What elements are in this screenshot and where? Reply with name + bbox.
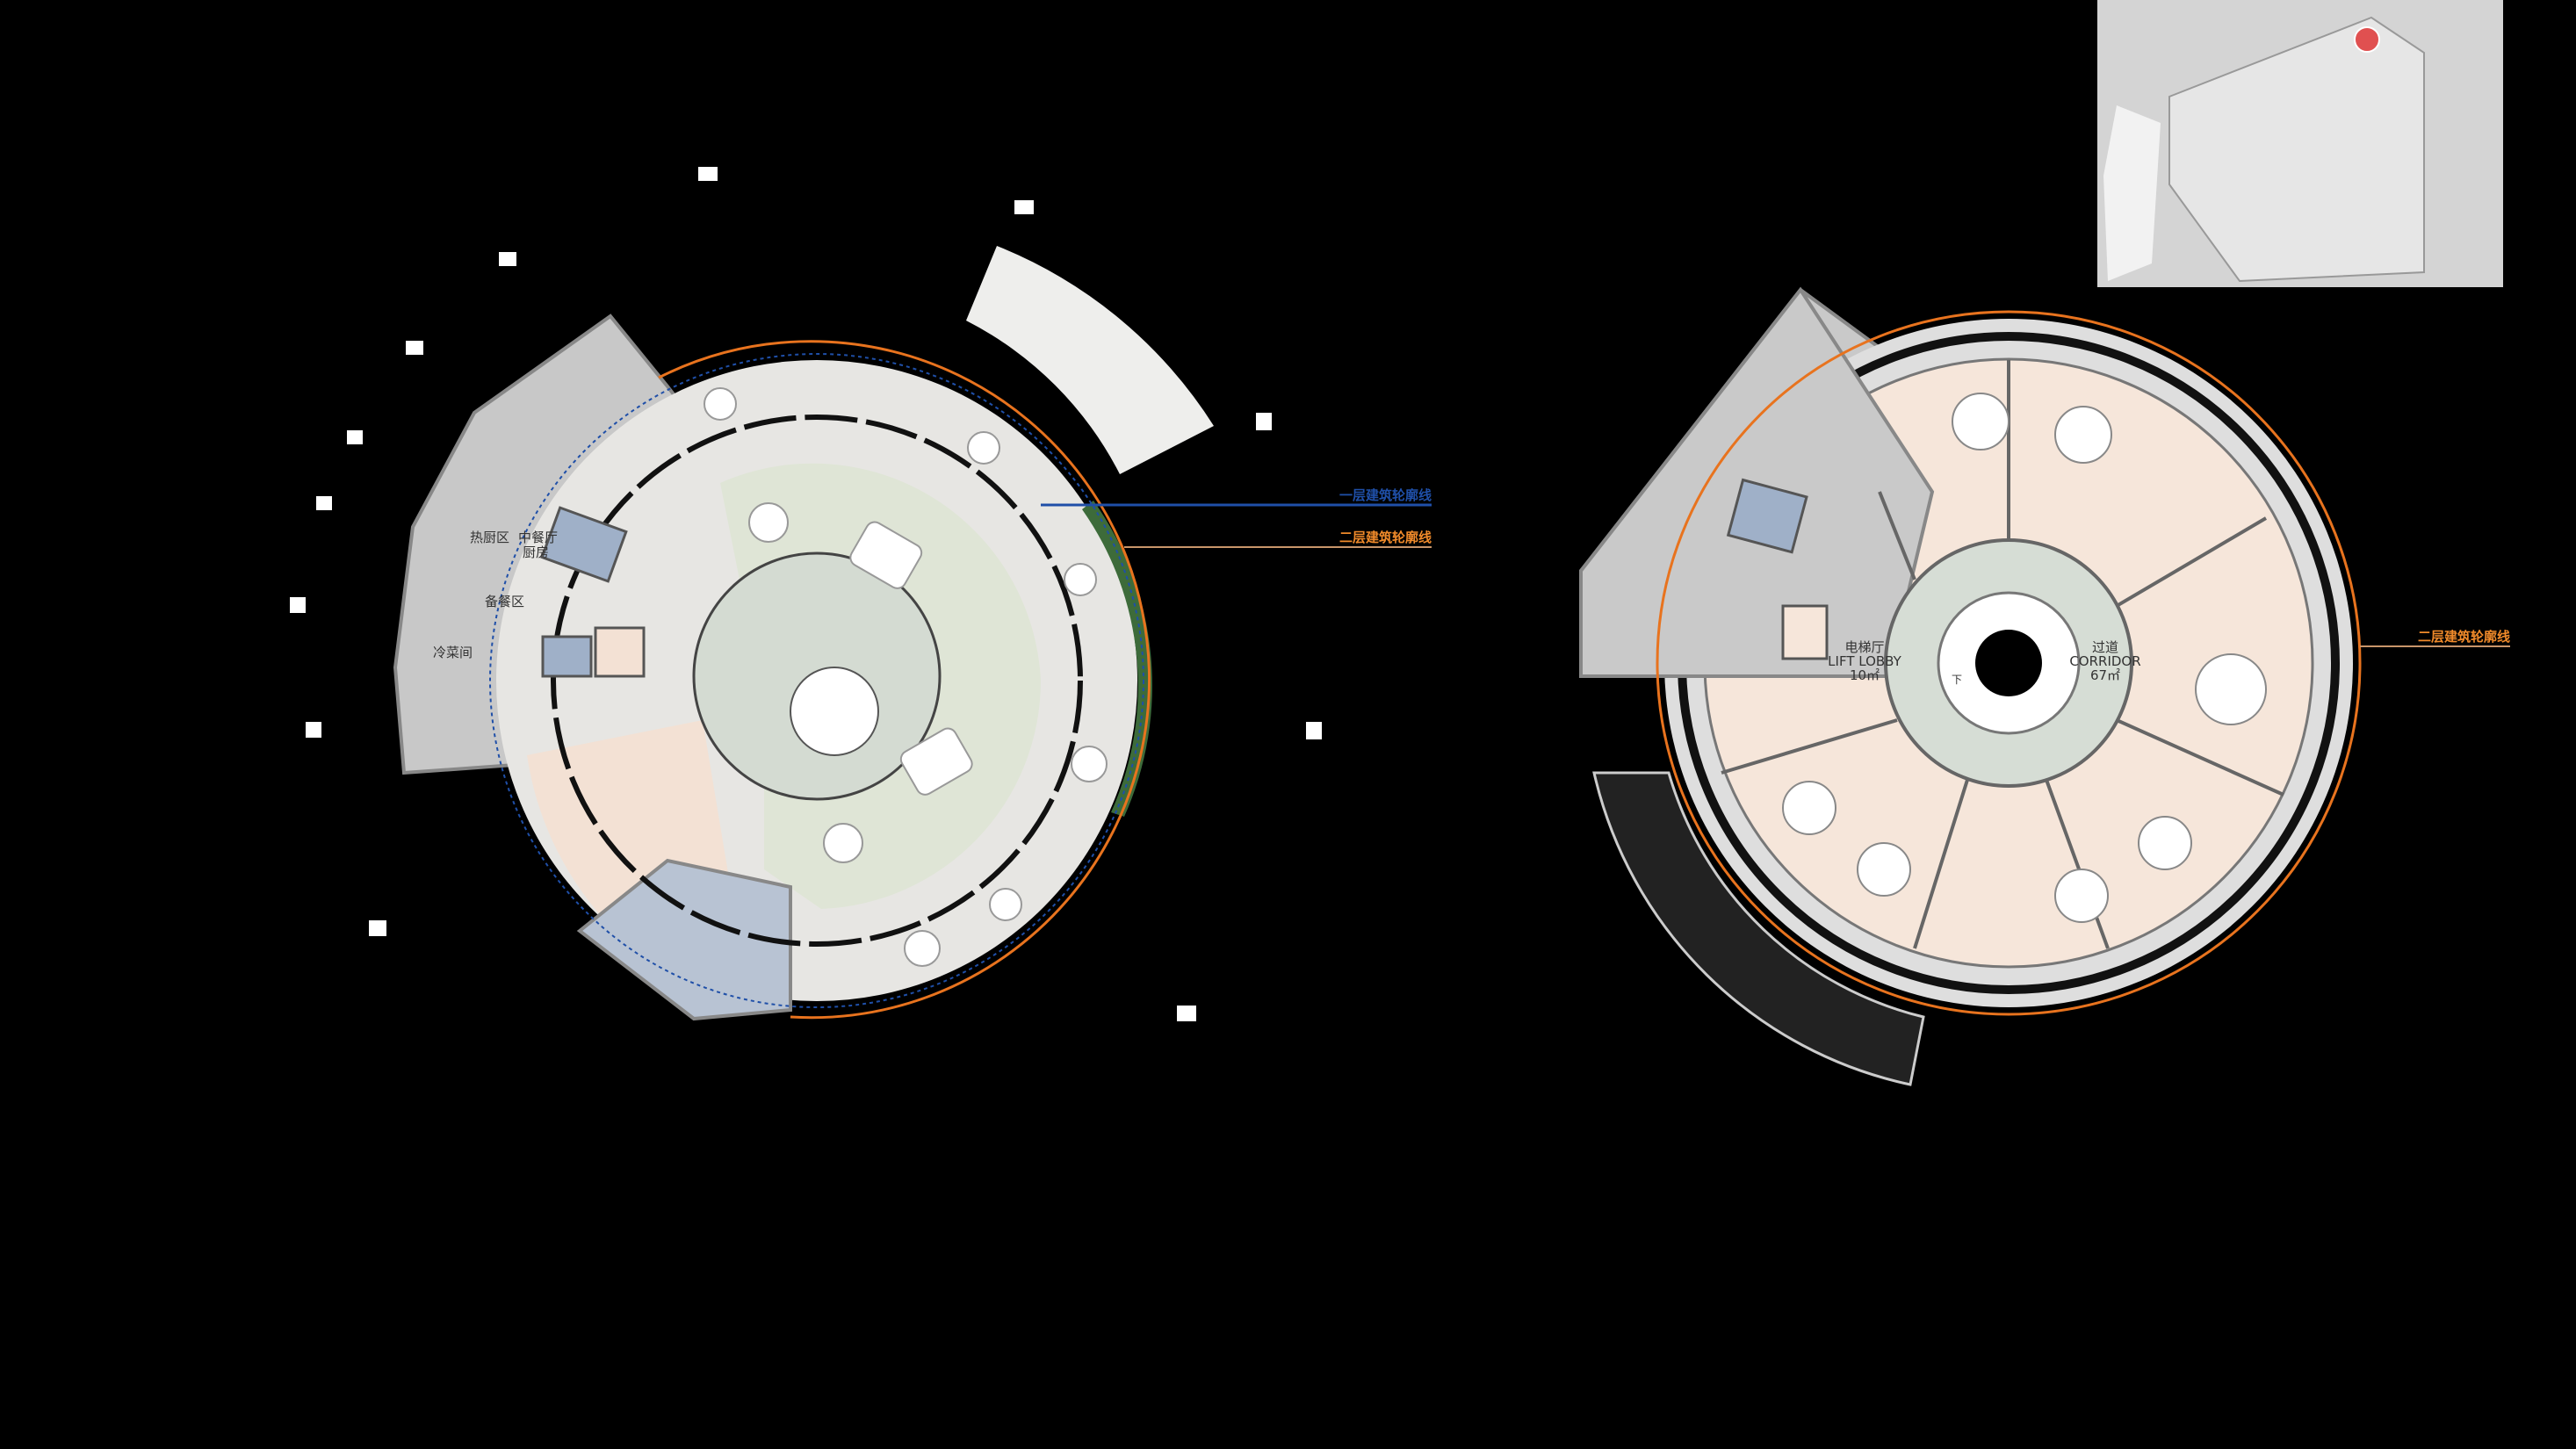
lift-core <box>1726 478 1808 554</box>
ground-floor-outline <box>489 353 1144 1008</box>
upper-floor-outline-right <box>1656 310 2362 1016</box>
room-label-hot-kitchen: 热厨区 <box>470 530 509 545</box>
corridor-label-cn: 过道 <box>2092 639 2118 655</box>
spiral-stair <box>790 667 879 756</box>
room-label-kitchen: 厨房 <box>523 544 549 560</box>
key-map-site <box>2168 16 2425 283</box>
inner-ring-wall <box>551 415 1083 947</box>
key-map-water <box>2103 105 2161 281</box>
right-floor-plan: 电梯厅 LIFT LOBBY 10㎡ 过道 CORRIDOR 67㎡ 下 <box>1579 286 2510 1086</box>
site-key-map <box>2097 0 2503 287</box>
dining-tables <box>704 387 1108 967</box>
lift-lobby-area: 10㎡ <box>1850 667 1880 683</box>
room-partitions <box>1721 360 2284 949</box>
legend-upper-floor-line-right: 二层建筑轮廓线 <box>2418 629 2510 645</box>
corridor-label-en: CORRIDOR <box>2069 653 2140 669</box>
elevator-core-1 <box>540 506 628 583</box>
upper-floor-outline <box>658 340 1151 1020</box>
planter-east <box>1082 501 1152 817</box>
banquet-tables <box>1782 393 2267 923</box>
lift-lobby-label-cn: 电梯厅 <box>1844 639 1884 655</box>
legend-ground-floor-line: 一层建筑轮廓线 <box>1339 487 1432 503</box>
key-map-location-marker <box>2354 26 2380 53</box>
freight-lift <box>1781 604 1829 660</box>
stair-void <box>1975 630 2042 696</box>
legend-upper-floor-line-left: 二层建筑轮廓线 <box>1339 530 1432 545</box>
lift-lobby-label-en: LIFT LOBBY <box>1828 653 1901 669</box>
corridor-area: 67㎡ <box>2090 667 2120 683</box>
room-label-chinese-kitchen: 中餐厅 <box>518 530 558 545</box>
bleacher-stair <box>1592 771 1925 1086</box>
restroom-block <box>576 858 792 1021</box>
stair-down-label: 下 <box>1952 674 1962 686</box>
room-label-cold-dish: 冷菜间 <box>433 645 473 660</box>
elevator-core-2 <box>541 635 593 678</box>
elevator-core-3 <box>594 626 646 678</box>
canopy-arc <box>966 246 1214 474</box>
room-label-prep-area: 备餐区 <box>485 594 524 609</box>
left-floor-plan: 热厨区 中餐厅 厨房 备餐区 冷菜间 <box>290 167 1432 1021</box>
section-markers <box>290 167 1322 1021</box>
